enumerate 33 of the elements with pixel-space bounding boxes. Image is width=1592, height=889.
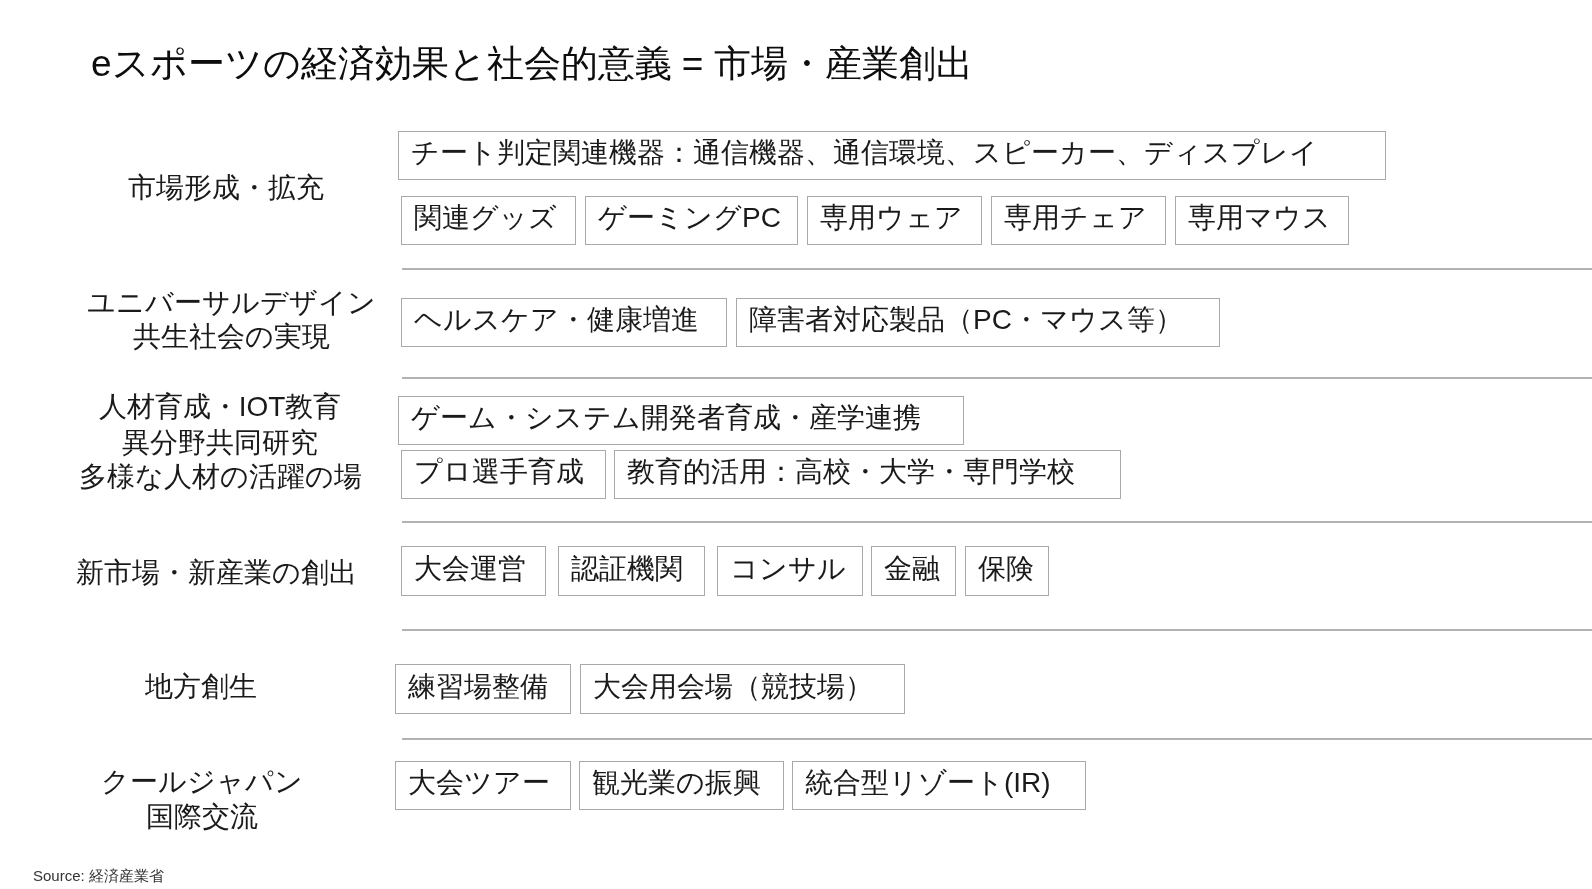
- item-box: ヘルスケア・健康増進: [401, 298, 727, 347]
- item-box: 専用チェア: [991, 196, 1166, 245]
- row-label: 多様な人材の活躍の場: [78, 460, 362, 494]
- row-label: 人材育成・IOT教育: [98, 390, 342, 424]
- row-label: クールジャパン: [101, 765, 303, 799]
- row-label: 異分野共同研究: [122, 426, 318, 460]
- item-box: 練習場整備: [395, 664, 571, 714]
- item-box: コンサル: [717, 546, 863, 596]
- row-label: ユニバーサルデザイン: [86, 286, 376, 320]
- source-note: Source: 経済産業省: [33, 867, 164, 885]
- item-box: チート判定関連機器：通信機器、通信環境、スピーカー、ディスプレイ: [398, 131, 1386, 180]
- item-box: 統合型リゾート(IR): [792, 761, 1086, 810]
- item-box: 関連グッズ: [401, 196, 576, 245]
- item-box: 専用ウェア: [807, 196, 982, 245]
- row-label: 国際交流: [146, 800, 258, 834]
- row-label: 市場形成・拡充: [128, 171, 324, 205]
- item-box: 専用マウス: [1175, 196, 1349, 245]
- item-box: 障害者対応製品（PC・マウス等）: [736, 298, 1220, 347]
- item-box: 大会運営: [401, 546, 546, 596]
- item-box: ゲーミングPC: [585, 196, 798, 245]
- item-box: 保険: [965, 546, 1049, 596]
- item-box: 教育的活用：高校・大学・専門学校: [614, 450, 1121, 499]
- slide-title: eスポーツの経済効果と社会的意義 = 市場・産業創出: [91, 42, 973, 86]
- item-box: 認証機関: [558, 546, 705, 596]
- item-box: 大会ツアー: [395, 761, 571, 810]
- item-box: ゲーム・システム開発者育成・産学連携: [398, 396, 964, 445]
- item-box: プロ選手育成: [401, 450, 606, 499]
- row-label: 新市場・新産業の創出: [75, 556, 357, 590]
- row-label: 共生社会の実現: [132, 320, 330, 354]
- row-label: 地方創生: [145, 670, 257, 704]
- item-box: 大会用会場（競技場）: [580, 664, 905, 714]
- item-box: 金融: [871, 546, 956, 596]
- item-box: 観光業の振興: [579, 761, 784, 810]
